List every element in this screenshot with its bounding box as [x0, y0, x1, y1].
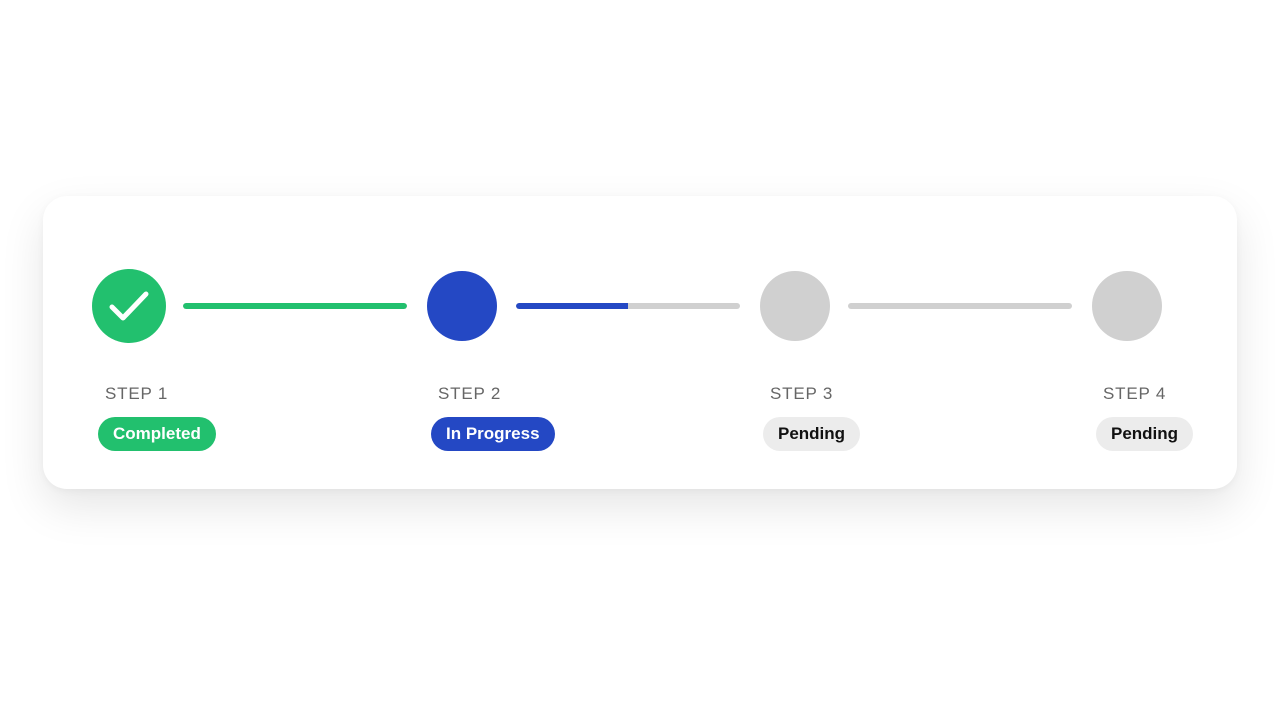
stepper-card: STEP 1 STEP 2 STEP 3 STEP 4 Completed In… — [43, 196, 1237, 489]
step-4-status-badge: Pending — [1096, 417, 1194, 451]
step-2-label: STEP 2 — [438, 384, 502, 403]
step-3-label: STEP 3 — [770, 384, 834, 403]
connector-2-3-fill — [516, 303, 628, 309]
step-4-label: STEP 4 — [1103, 384, 1167, 403]
connector-1-2-fill — [183, 303, 407, 309]
step-1-label: STEP 1 — [105, 384, 169, 403]
connector-2-3 — [516, 303, 740, 309]
step-1-status-badge: Completed — [98, 417, 216, 451]
connector-3-4 — [848, 303, 1072, 309]
step-2-node[interactable] — [427, 271, 497, 341]
step-1-node[interactable] — [92, 269, 166, 343]
step-4-node[interactable] — [1092, 271, 1162, 341]
checkmark-icon — [109, 291, 149, 321]
connector-1-2 — [183, 303, 407, 309]
step-2-status-badge: In Progress — [431, 417, 555, 451]
step-3-node[interactable] — [760, 271, 830, 341]
step-3-status-badge: Pending — [763, 417, 861, 451]
